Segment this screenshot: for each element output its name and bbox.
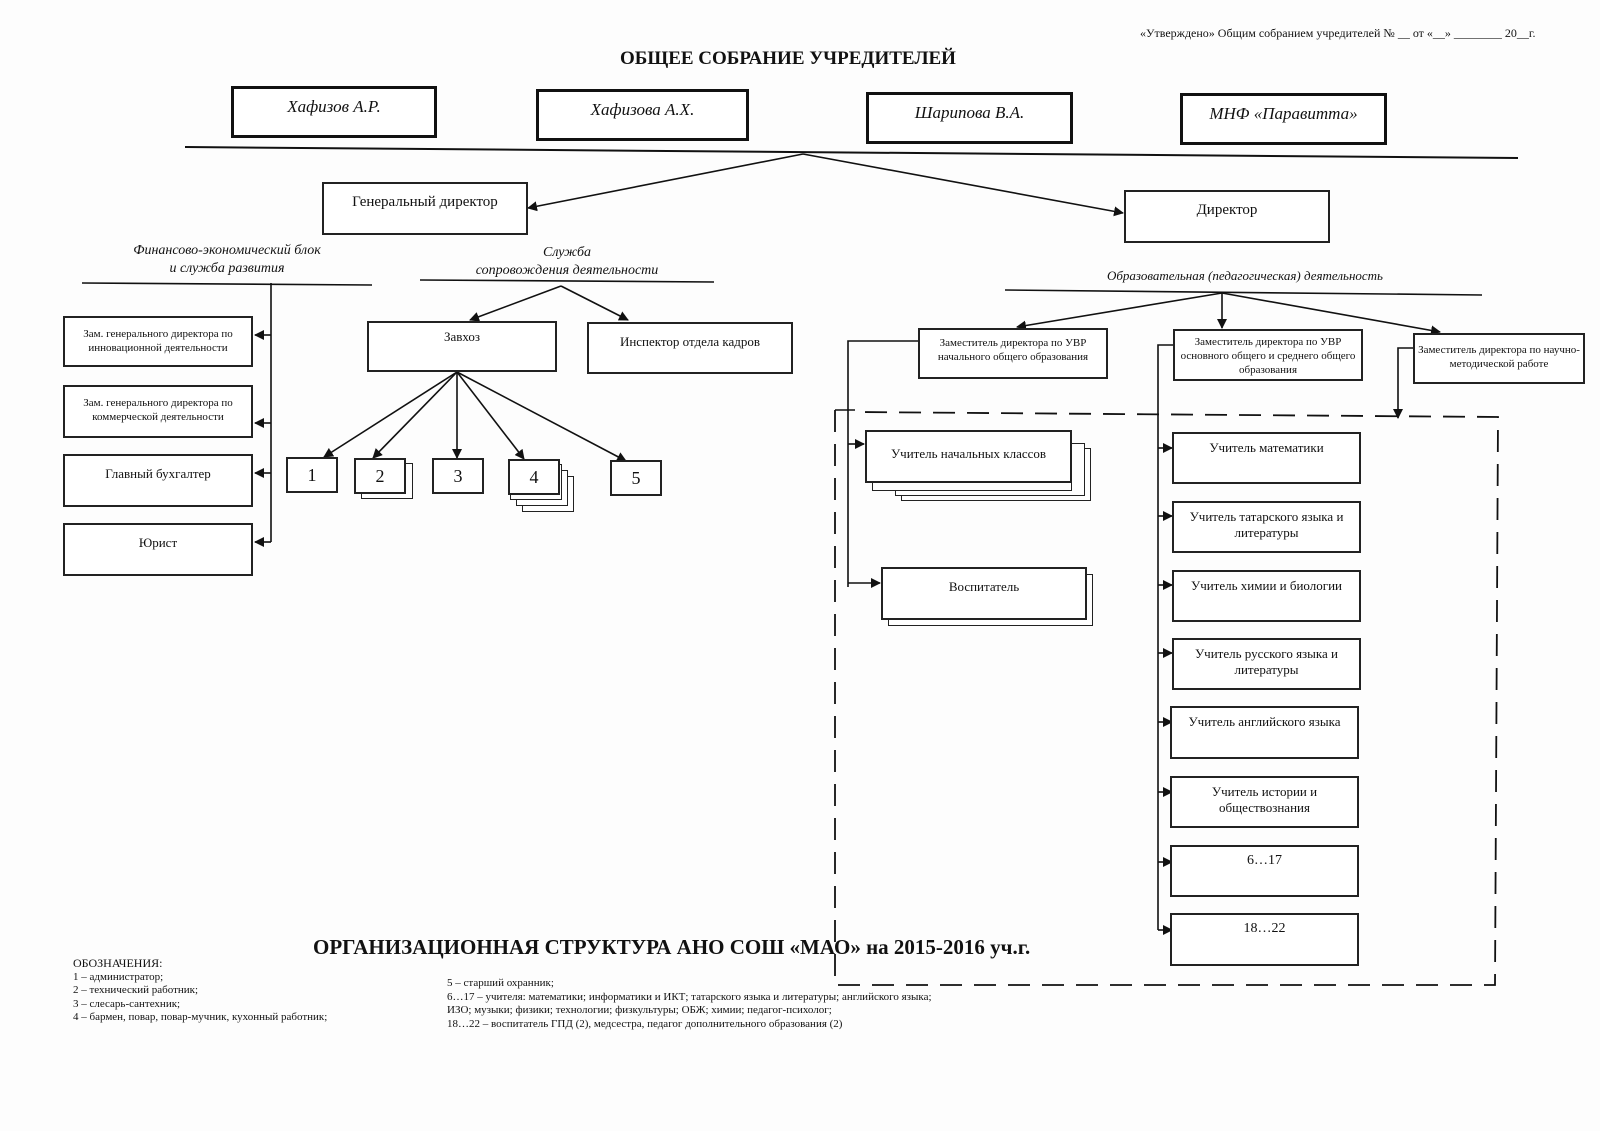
education-label: Образовательная (педагогическая) деятель… <box>1107 268 1383 283</box>
finance-item: Зам. генерального директора по инновацио… <box>63 316 253 367</box>
legend-item: 1 – администратор; <box>73 970 164 983</box>
teacher-box: Учитель математики <box>1172 432 1361 484</box>
hr-inspector-box: Инспектор отдела кадров <box>587 322 793 374</box>
label-line: Служба <box>542 245 591 260</box>
founders-bar <box>184 146 1519 159</box>
teacher-box: 6…17 <box>1170 845 1359 897</box>
staff-box: 5 <box>610 460 662 496</box>
label-line: Финансово-экономический блок <box>133 243 321 258</box>
legend-item: 3 – слесарь-сантехник; <box>73 997 181 1010</box>
educator-box: Воспитатель <box>881 567 1087 620</box>
finance-block-label: Финансово-экономический блок и служба ра… <box>82 242 372 278</box>
page-title: ОБЩЕЕ СОБРАНИЕ УЧРЕДИТЕЛЕЙ <box>620 48 956 69</box>
finance-item: Главный бухгалтер <box>63 454 253 507</box>
teacher-box: Учитель химии и биологии <box>1172 570 1361 622</box>
legend-left: ОБОЗНАЧЕНИЯ: 1 – администратор; 2 – техн… <box>73 956 328 1025</box>
founder-box: Хафизов А.Р. <box>231 86 437 138</box>
deputy-box: Заместитель директора по научно-методиче… <box>1413 333 1585 384</box>
founder-box: Шарипова В.А. <box>866 92 1073 144</box>
label-line: сопровождения деятельности <box>475 263 659 278</box>
legend-heading: ОБОЗНАЧЕНИЯ: <box>73 956 163 970</box>
founder-box: Хафизова А.Х. <box>536 89 749 141</box>
approval-note: «Утверждено» Общим собранием учредителей… <box>1140 26 1536 40</box>
legend-item: 18…22 – воспитатель ГПД (2), медсестра, … <box>447 1017 843 1030</box>
staff-box: 1 <box>286 457 338 493</box>
finance-item: Зам. генерального директора по коммерчес… <box>63 385 253 438</box>
primary-teacher-box: Учитель начальных классов <box>865 430 1072 483</box>
teacher-box: Учитель истории и обществознания <box>1170 776 1359 828</box>
director-box: Директор <box>1124 190 1330 243</box>
legend-item: 6…17 – учителя: математики; информатики … <box>447 990 932 1003</box>
staff-box: 4 <box>508 459 560 495</box>
deputy-box: Заместитель директора по УВР основного о… <box>1173 329 1363 381</box>
teacher-box: Учитель английского языка <box>1170 706 1359 759</box>
teacher-box: Учитель татарского языка и литературы <box>1172 501 1361 553</box>
finance-item: Юрист <box>63 523 253 576</box>
founder-box: МНФ «Паравитта» <box>1180 93 1387 145</box>
legend-item: ИЗО; музыки; физики; технологии; физкуль… <box>447 1004 832 1016</box>
legend-item: 4 – бармен, повар, повар-мучник, кухонны… <box>73 1011 328 1023</box>
staff-box: 3 <box>432 458 484 494</box>
deputy-box: Заместитель директора по УВР начального … <box>918 328 1108 379</box>
staff-box: 2 <box>354 458 406 494</box>
zavhoz-box: Завхоз <box>367 321 557 372</box>
teacher-box: 18…22 <box>1170 913 1359 966</box>
teacher-box: Учитель русского языка и литературы <box>1172 638 1361 690</box>
general-director-box: Генеральный директор <box>322 182 528 235</box>
support-service-label: Служба сопровождения деятельности <box>420 244 714 280</box>
legend-item: 5 – старший охранник; <box>447 977 554 989</box>
legend-item: 2 – технический работник; <box>73 984 199 996</box>
legend-right: 5 – старший охранник; 6…17 – учителя: ма… <box>447 977 932 1031</box>
label-line: и служба развития <box>169 261 285 276</box>
org-structure-title: ОРГАНИЗАЦИОННАЯ СТРУКТУРА АНО СОШ «МАО» … <box>313 935 1031 959</box>
